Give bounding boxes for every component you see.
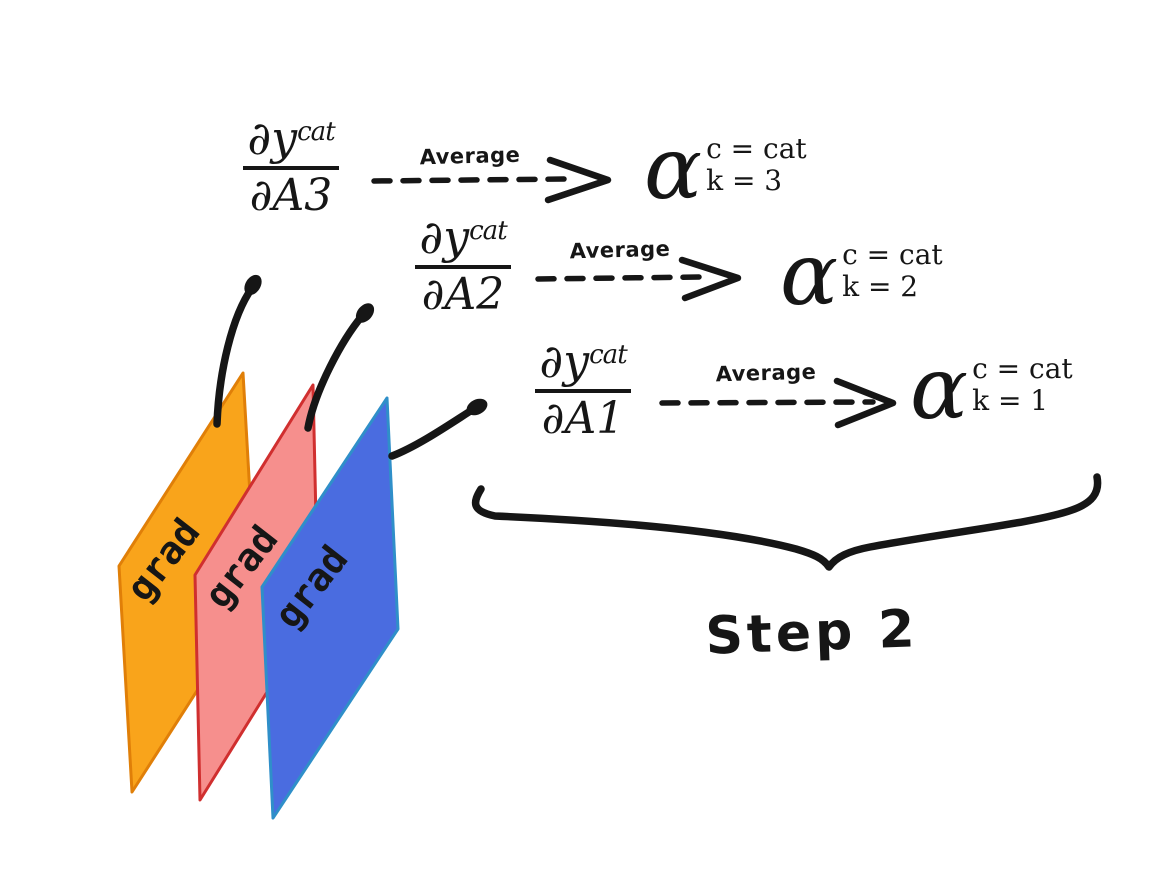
partial-a2-term: ∂A2 — [421, 269, 505, 321]
alpha-symbol: α — [910, 339, 969, 439]
arrow-plane-a1-head-icon — [466, 398, 488, 416]
alpha-k3-term: α c = cat k = 3 — [644, 119, 807, 219]
alpha-subscript: k = 3 — [706, 164, 783, 198]
alpha-subscript: k = 1 — [972, 384, 1049, 418]
fraction-dy-dA2: ∂ycat ∂A2 — [404, 210, 522, 321]
alpha-subscript: k = 2 — [842, 270, 919, 304]
step-2-caption: Step 2 — [704, 599, 920, 667]
alpha-superscript: c = cat — [706, 132, 807, 165]
dashed-arrow-row2-head-icon — [678, 256, 742, 302]
partial-y-term: ∂y — [539, 334, 590, 388]
partial-a1-term: ∂A1 — [541, 393, 625, 445]
class-superscript: cat — [469, 216, 508, 246]
partial-a3-term: ∂A3 — [249, 170, 333, 222]
fraction-dy-dA3: ∂ycat ∂A3 — [232, 111, 350, 222]
dashed-arrow-row2-icon — [535, 274, 703, 282]
grad-plane-a1-blue — [260, 396, 400, 820]
alpha-k2-term: α c = cat k = 2 — [780, 225, 943, 325]
arrow-plane-a3-icon — [213, 284, 256, 428]
dashed-arrow-row1-head-icon — [544, 156, 612, 204]
dashed-arrow-row1-icon — [371, 176, 569, 184]
class-superscript: cat — [589, 340, 628, 370]
fraction-dy-dA1: ∂ycat ∂A1 — [524, 334, 642, 445]
average-label-row3: Average — [715, 359, 817, 387]
curly-brace-icon — [471, 473, 1102, 571]
dashed-arrow-row3-head-icon — [833, 377, 897, 429]
average-label-row1: Average — [419, 142, 521, 170]
arrow-plane-a2-head-icon — [355, 303, 375, 323]
partial-y-term: ∂y — [419, 210, 470, 264]
arrow-plane-a2-icon — [304, 312, 366, 432]
alpha-k1-term: α c = cat k = 1 — [910, 339, 1073, 439]
class-superscript: cat — [297, 117, 336, 147]
alpha-superscript: c = cat — [972, 352, 1073, 385]
arrow-plane-a1-icon — [388, 406, 476, 460]
alpha-symbol: α — [644, 119, 703, 219]
dashed-arrow-row3-icon — [659, 399, 876, 406]
partial-y-term: ∂y — [247, 111, 298, 165]
arrow-plane-a3-head-icon — [244, 274, 262, 296]
alpha-symbol: α — [780, 225, 839, 325]
alpha-superscript: c = cat — [842, 238, 943, 271]
average-label-row2: Average — [569, 236, 671, 264]
